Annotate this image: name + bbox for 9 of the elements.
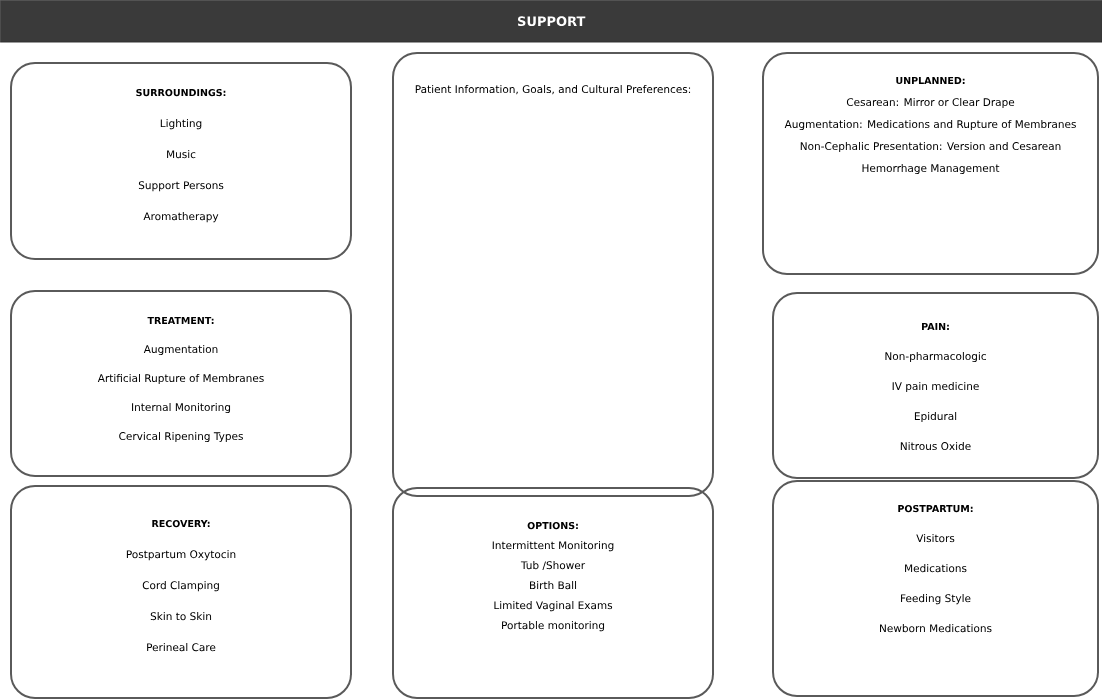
category-box: UNPLANNED: Cesarean: Mirror or Clear Drape Augmentation: Medications and Rupture of Membranes Non-Cephalic Presentation: Version and Cesarean Hemorrhage Management xyxy=(762,52,1099,275)
category-box: POSTPARTUM: Visitors Medications Feeding Style Newborn Medications xyxy=(772,480,1099,697)
category-box: PAIN: Non-pharmacologic IV pain medicine Epidural Nitrous Oxide xyxy=(772,292,1099,479)
category-box: Patient Information, Goals, and Cultural Preferences: xyxy=(392,52,714,497)
category-box: RECOVERY: Postpartum Oxytocin Cord Clamping Skin to Skin Perineal Care xyxy=(10,485,352,699)
category-box: OPTIONS: Intermittent Monitoring Tub /Shower Birth Ball Limited Vaginal Exams Portable monitoring xyxy=(392,487,714,699)
title-banner: SUPPORT xyxy=(0,0,1102,43)
category-box: SURROUNDINGS: Lighting Music Support Persons Aromatherapy xyxy=(10,62,352,260)
category-box: TREATMENT: Augmentation Artificial Rupture of Membranes Internal Monitoring Cervical Ripening Types xyxy=(10,290,352,477)
